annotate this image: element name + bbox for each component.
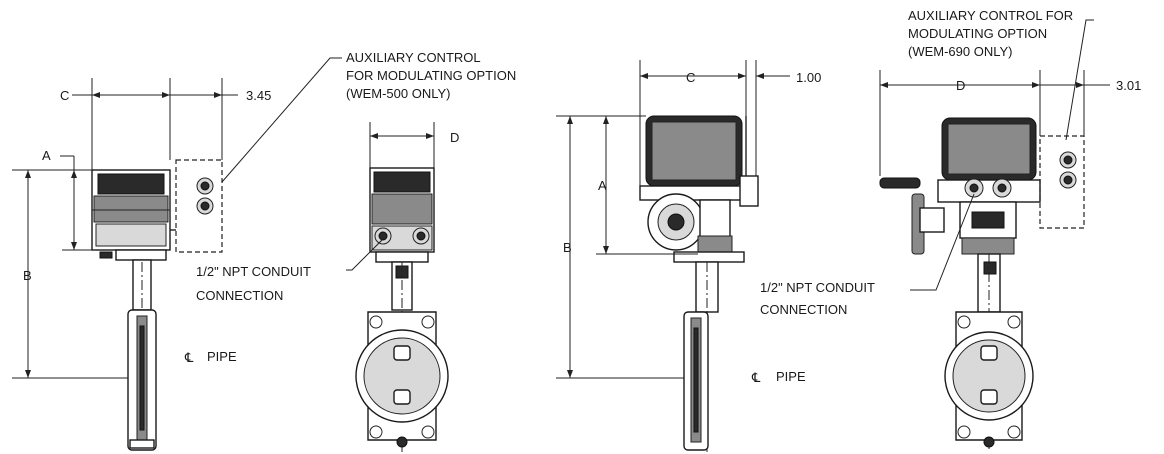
- wem500-front-dimensions: [346, 122, 435, 271]
- wem500-aux-note: AUXILIARY CONTROL FOR MODULATING OPTION …: [346, 50, 516, 101]
- wem500-conduit-note-line-1: 1/2" NPT CONDUIT: [196, 264, 311, 279]
- wem690-dim-aux-offset-label: 3.01: [1116, 78, 1141, 93]
- wem500-centerline-text: PIPE: [207, 349, 237, 364]
- wem500-front-view: [355, 167, 449, 452]
- wem500-dim-aux-offset-label: 3.45: [246, 88, 271, 103]
- wem500-dim-c-label: C: [60, 88, 69, 103]
- wem500-aux-note-line-3: (WEM-500 ONLY): [346, 86, 451, 101]
- wem690-centerline-label: ℄ PIPE: [751, 369, 806, 385]
- wem690-conduit-note-line-1: 1/2" NPT CONDUIT: [760, 280, 875, 295]
- wem500-aux-note-line-1: AUXILIARY CONTROL: [346, 50, 481, 65]
- wem690-conduit-note: 1/2" NPT CONDUIT CONNECTION: [760, 280, 875, 317]
- wem500-side-dimensions: [12, 57, 342, 379]
- wem690-dim-c-offset-label: 1.00: [796, 70, 821, 85]
- wem690-aux-note: AUXILIARY CONTROL FOR MODULATING OPTION …: [908, 8, 1073, 59]
- wem500-conduit-note: 1/2" NPT CONDUIT CONNECTION: [196, 264, 311, 303]
- centerline-symbol-icon: ℄: [184, 350, 194, 365]
- wem690-dim-c-label: C: [686, 70, 695, 85]
- wem500-dim-a-label: A: [42, 148, 51, 163]
- wem690-aux-note-line-3: (WEM-690 ONLY): [908, 44, 1013, 59]
- wem500-aux-note-line-2: FOR MODULATING OPTION: [346, 68, 516, 83]
- wem690-aux-note-line-1: AUXILIARY CONTROL FOR: [908, 8, 1073, 23]
- wem690-side-dimensions: [556, 60, 790, 379]
- wem690-dim-a-label: A: [598, 178, 607, 193]
- wem690-conduit-note-line-2: CONNECTION: [760, 302, 847, 317]
- wem500-dim-d-label: D: [450, 130, 459, 145]
- wem690-dim-d-label: D: [956, 78, 965, 93]
- centerline-symbol-icon: ℄: [751, 370, 761, 385]
- wem500-side-view: [91, 159, 223, 451]
- wem690-centerline-text: PIPE: [776, 369, 806, 384]
- wem690-front-dimensions: [879, 19, 1110, 291]
- wem690-side-view: [639, 115, 759, 452]
- wem690-aux-note-line-2: MODULATING OPTION: [908, 26, 1047, 41]
- wem500-conduit-note-line-2: CONNECTION: [196, 288, 283, 303]
- wem500-dim-b-label: B: [23, 268, 32, 283]
- wem500-centerline-label: ℄ PIPE: [184, 349, 237, 365]
- wem690-front-view: [879, 117, 1085, 452]
- wem690-dim-b-label: B: [563, 240, 572, 255]
